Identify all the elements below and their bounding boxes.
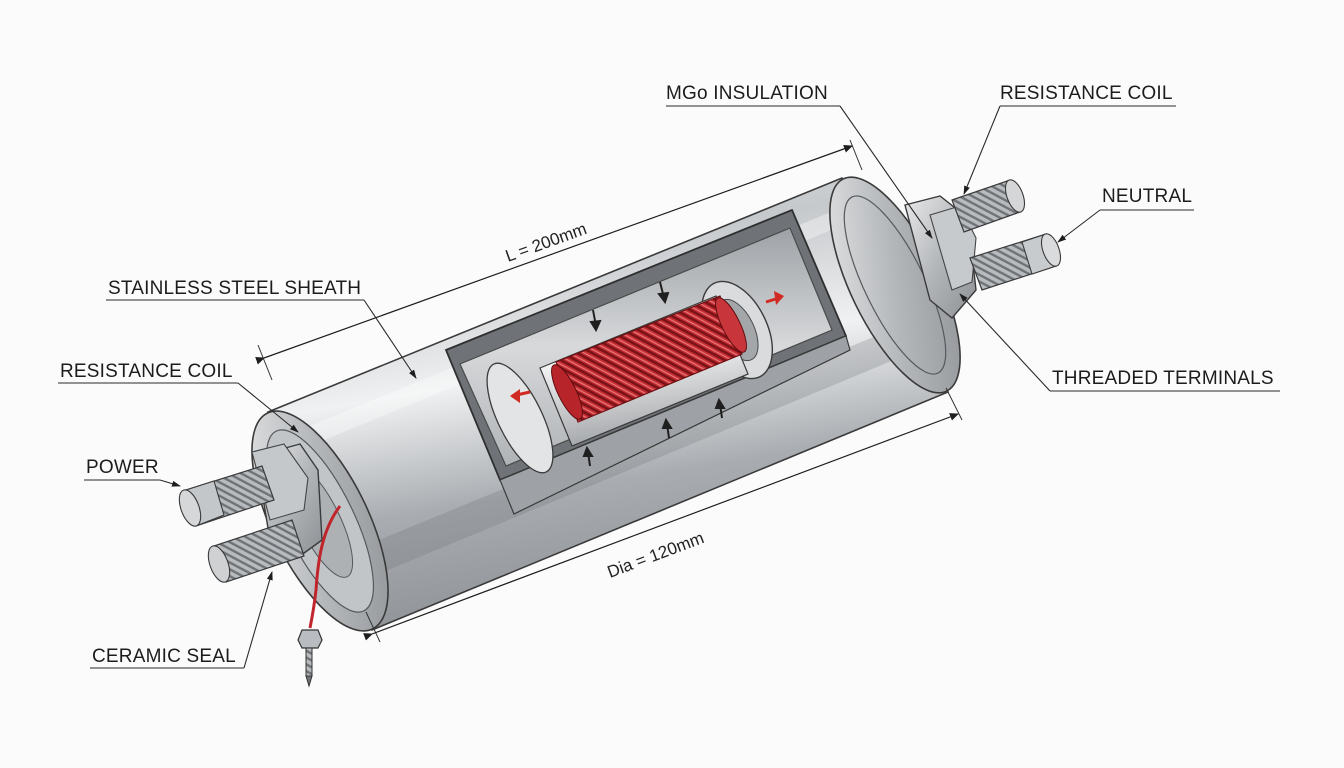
diameter-label: Dia = 120mm	[605, 528, 707, 582]
thermocouple-wire	[297, 505, 342, 688]
callout-neutral: NEUTRAL	[1057, 186, 1194, 243]
callout-mgo-insulation: MGo INSULATION	[666, 83, 933, 239]
label-resistance-coil-left: RESISTANCE COIL	[60, 361, 233, 382]
callout-resistance-coil-left: RESISTANCE COIL	[58, 361, 299, 433]
label-stainless-steel-sheath: STAINLESS STEEL SHEATH	[108, 278, 361, 299]
length-label: L = 200mm	[503, 219, 589, 266]
label-power: POWER	[86, 457, 159, 478]
callout-power: POWER	[84, 457, 181, 487]
right-threaded-terminals	[904, 179, 1062, 319]
callout-ceramic-seal: CERAMIC SEAL	[90, 571, 273, 669]
callout-stainless-steel-sheath: STAINLESS STEEL SHEATH	[106, 278, 417, 379]
left-threaded-terminals	[178, 443, 323, 583]
label-neutral: NEUTRAL	[1102, 186, 1192, 207]
callout-resistance-coil-top: RESISTANCE COIL	[963, 83, 1176, 195]
callout-threaded-terminals: THREADED TERMINALS	[959, 293, 1280, 392]
label-ceramic-seal: CERAMIC SEAL	[92, 646, 236, 667]
label-resistance-coil-top: RESISTANCE COIL	[1000, 83, 1173, 104]
label-mgo-insulation: MGo INSULATION	[666, 83, 828, 104]
label-threaded-terminals: THREADED TERMINALS	[1052, 368, 1274, 389]
